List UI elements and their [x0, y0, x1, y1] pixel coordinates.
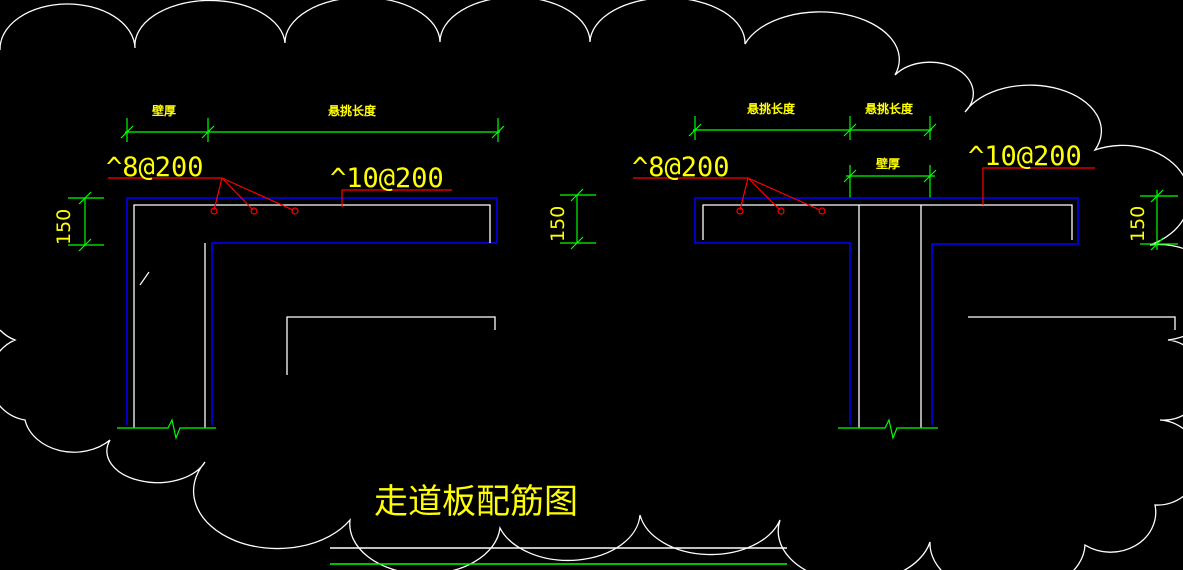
left-top-rebar-label: ^8@200 [106, 152, 204, 183]
left-wall-thickness-label: 壁厚 [152, 103, 176, 118]
right-wall-thickness-dimension [843, 165, 937, 198]
right-break-line [838, 418, 938, 441]
left-lower-outline [286, 316, 496, 375]
left-cantilever-length-label: 悬挑长度 [327, 103, 377, 118]
drawing-title: 走道板配筋图 [374, 482, 578, 522]
right-top-rebar-label: ^8@200 [632, 152, 730, 183]
left-break-line [117, 418, 216, 441]
right-cover-line [694, 197, 1079, 425]
right-cantilever-length-left-label: 悬挑长度 [746, 101, 796, 116]
right-slab-thickness-dimension-right [1140, 189, 1178, 251]
right-lower-outline [968, 316, 1176, 330]
right-detail: 悬挑长度 悬挑长度 壁厚 150 150 [547, 101, 1178, 441]
left-cover-line [126, 197, 498, 425]
left-detail: 壁厚 悬挑长度 150 ^8@200 [53, 103, 505, 441]
right-wall-thickness-label: 壁厚 [876, 156, 900, 171]
left-concrete-outline [133, 204, 491, 428]
right-rebar-leaders [633, 167, 1095, 215]
right-slab-thickness-left-label: 150 [547, 206, 569, 242]
left-rebar-leaders [108, 177, 452, 215]
left-hatch-tick [139, 271, 150, 286]
left-top-dimension [120, 118, 505, 142]
right-slab-rebar-label: ^10@200 [968, 141, 1082, 172]
right-slab-thickness-right-label: 150 [1127, 206, 1149, 242]
left-slab-thickness-label: 150 [53, 209, 75, 245]
right-concrete-outline [702, 204, 1073, 428]
left-slab-thickness-dimension [68, 191, 104, 252]
right-cantilever-length-right-label: 悬挑长度 [864, 101, 914, 116]
left-slab-rebar-label: ^10@200 [330, 163, 444, 194]
right-top-dimension [688, 116, 937, 140]
right-slab-thickness-dimension-left [560, 188, 596, 250]
